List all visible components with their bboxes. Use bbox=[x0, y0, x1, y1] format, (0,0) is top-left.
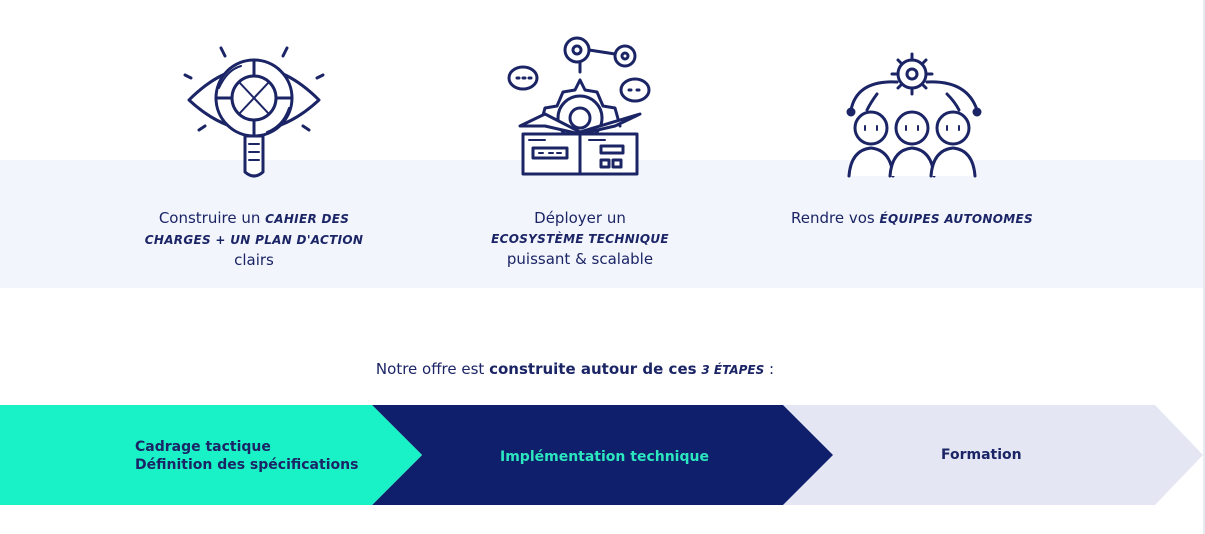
gear-box-chat-icon bbox=[507, 36, 651, 176]
feature-1-text-after: clairs bbox=[234, 251, 274, 269]
feature-3-text-before: Rendre vos bbox=[791, 209, 875, 227]
feature-1-text-before: Construire un bbox=[158, 209, 261, 227]
step-3-chevron bbox=[783, 405, 1203, 505]
feature-2-text-before: Déployer un bbox=[534, 209, 626, 227]
feature-1-emphasis: cahier des charges + un plan d'action bbox=[144, 212, 364, 247]
step-1-chevron bbox=[0, 405, 422, 505]
step-3-label: Formation bbox=[941, 447, 1022, 463]
step-2-label: Implémentation technique bbox=[500, 449, 709, 465]
page-edge-divider bbox=[1203, 0, 1205, 534]
steps-chevrons bbox=[0, 405, 1203, 505]
feature-3-emphasis: équipes autonomes bbox=[879, 212, 1033, 226]
magnifier-eye-icon bbox=[183, 46, 325, 178]
offer-bold: construite autour de ces bbox=[489, 360, 697, 378]
team-gear-icon bbox=[846, 52, 982, 178]
feature-cahier-des-charges: Construire un cahier des charges + un pl… bbox=[124, 30, 384, 270]
steps-process: Cadrage tactique Définition des spécific… bbox=[0, 405, 1205, 505]
feature-2-emphasis: ecosystème technique bbox=[491, 232, 669, 246]
highlight-band bbox=[0, 160, 1203, 288]
feature-equipes-autonomes: Rendre vos équipes autonomes bbox=[782, 30, 1042, 229]
feature-ecosysteme-technique: Déployer un ecosystème technique puissan… bbox=[450, 30, 710, 269]
step-1-line-1: Cadrage tactique bbox=[135, 439, 271, 455]
offer-suffix: : bbox=[764, 360, 775, 378]
step-2-chevron bbox=[372, 405, 833, 505]
step-1-label: Cadrage tactique Définition des spécific… bbox=[135, 438, 358, 474]
offer-intro: Notre offre est construite autour de ces… bbox=[0, 360, 1150, 378]
offer-emphasis: 3 étapes bbox=[701, 363, 765, 377]
step-1-line-2: Définition des spécifications bbox=[135, 457, 359, 473]
feature-2-text-after: puissant & scalable bbox=[506, 250, 654, 268]
offer-prefix: Notre offre est bbox=[375, 360, 485, 378]
